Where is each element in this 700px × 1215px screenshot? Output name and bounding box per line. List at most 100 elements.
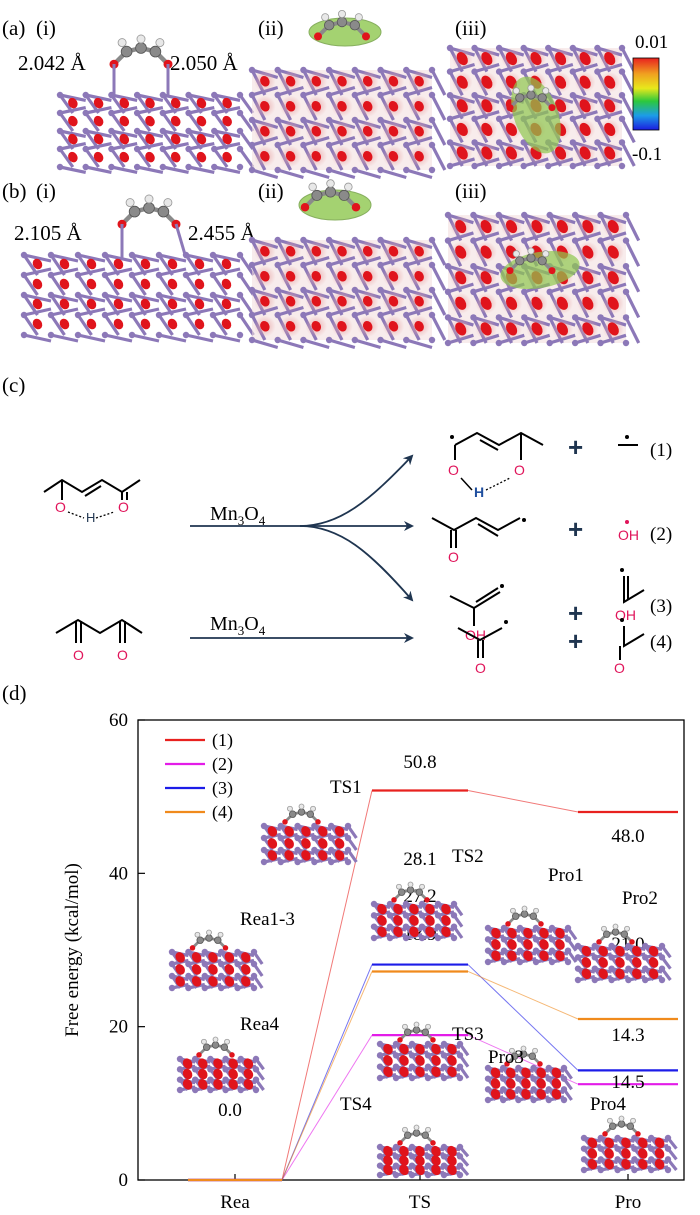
mn-atom	[168, 972, 176, 980]
mn-atom	[234, 984, 241, 992]
oxygen-atom	[521, 1088, 531, 1100]
mn-atom	[236, 291, 244, 299]
mn-atom	[456, 1171, 464, 1179]
oxygen-atom	[222, 151, 232, 163]
oxygen-atom	[167, 278, 178, 290]
mn-atom	[377, 91, 384, 99]
mn-atom	[128, 251, 136, 259]
mn-atom	[500, 1075, 507, 1082]
mn-atom	[234, 960, 241, 968]
oxygen-atom	[68, 97, 78, 109]
panel-b-sub-ii: (ii)	[258, 179, 284, 203]
hydrogen-atom	[125, 198, 135, 208]
oxygen-atom	[506, 322, 518, 336]
mn-atom	[260, 858, 268, 866]
mn-o-bond	[161, 148, 178, 168]
mn-atom	[532, 936, 540, 943]
oxygen-atom	[191, 964, 202, 975]
mn-atom	[351, 236, 359, 244]
mn-atom	[236, 331, 244, 339]
oxygen-atom	[196, 151, 207, 163]
mn-atom	[428, 116, 436, 124]
mn-atom	[47, 251, 55, 259]
oxygen-atom	[480, 322, 492, 336]
hydrogen-atom	[413, 1124, 420, 1131]
radical-dot-4a	[504, 620, 508, 624]
oxygen-atom	[285, 270, 296, 282]
mn-o-bond	[328, 338, 356, 350]
oxygen-atom	[388, 320, 399, 332]
hydrogen-atom	[298, 803, 305, 810]
mn-o-bond	[77, 293, 106, 303]
oxygen-atom	[581, 968, 592, 980]
mn-atom	[101, 271, 109, 279]
oxygen-atom	[191, 976, 202, 987]
plot-frame	[137, 719, 685, 1181]
mn-o-bond	[430, 119, 447, 146]
pro2-structure	[574, 923, 672, 984]
mn-o-bond	[620, 47, 636, 73]
oxygen-atom	[491, 939, 501, 950]
oxygen-atom	[505, 146, 517, 160]
molecule-oxygen-atom	[537, 1061, 543, 1067]
mn-o-bond	[213, 106, 241, 115]
oxygen-atom	[260, 75, 270, 87]
legend-label-3: (3)	[212, 778, 233, 799]
mn-atom	[642, 942, 649, 950]
oxygen-atom	[555, 52, 567, 66]
oxygen-atom	[119, 133, 130, 145]
mn-atom	[521, 211, 528, 219]
mn-atom	[546, 314, 553, 321]
molecule-oxygen-atom	[506, 267, 514, 275]
mn-o-bond	[213, 129, 241, 138]
mn-atom	[74, 271, 82, 279]
oxygen-atom	[582, 271, 594, 285]
mn-atom	[548, 924, 556, 932]
mn-atom	[444, 263, 452, 270]
mn-o-bond	[110, 112, 126, 132]
mn-atom	[403, 286, 410, 294]
oxygen-atom	[648, 957, 659, 968]
mn-atom	[456, 1162, 464, 1169]
mn-atom	[456, 1052, 464, 1059]
mn-atom	[530, 1075, 537, 1082]
mn-atom	[571, 288, 579, 295]
rea1-3-structure	[168, 929, 264, 992]
mn-atom	[471, 44, 478, 52]
oxygen-atom	[93, 97, 104, 109]
mn-atom	[209, 291, 217, 299]
mn-atom	[495, 288, 503, 295]
colorbar	[632, 57, 660, 131]
oxygen-atom	[414, 295, 424, 307]
panel-b-bond-left: 2.105 Å	[14, 221, 83, 245]
molecule-oxygen-atom	[391, 897, 397, 903]
oxygen-atom	[393, 903, 403, 915]
y-tick-label: 20	[109, 1017, 128, 1038]
panel-d-label: (d)	[2, 681, 27, 705]
oxygen-atom	[68, 151, 78, 163]
colorbar-max-label: 0.01	[635, 32, 668, 53]
mn-atom	[185, 127, 192, 135]
mn-atom	[222, 1066, 229, 1073]
oxygen-atom	[194, 278, 205, 290]
oxygen-atom	[241, 952, 251, 963]
mn-atom	[545, 1096, 552, 1104]
mn-atom	[658, 942, 666, 950]
mn-o-bond	[161, 112, 178, 132]
mn-atom	[277, 834, 284, 842]
mn-atom	[260, 834, 268, 842]
oxygen-atom	[301, 826, 311, 837]
oxygen-atom	[447, 1164, 457, 1176]
panel-a-sub-i: (i)	[36, 16, 56, 40]
mn-o-bond	[162, 142, 189, 151]
carbon-atom	[214, 936, 222, 944]
mn-atom	[470, 288, 477, 295]
oxygen-atom	[68, 133, 78, 145]
product-3-structure	[449, 576, 645, 626]
oxygen-atom	[208, 976, 218, 987]
mn-atom	[631, 1166, 638, 1174]
oxygen-atom	[447, 1066, 457, 1078]
mn-atom	[344, 834, 352, 842]
hydrogen-atom	[425, 1126, 431, 1133]
